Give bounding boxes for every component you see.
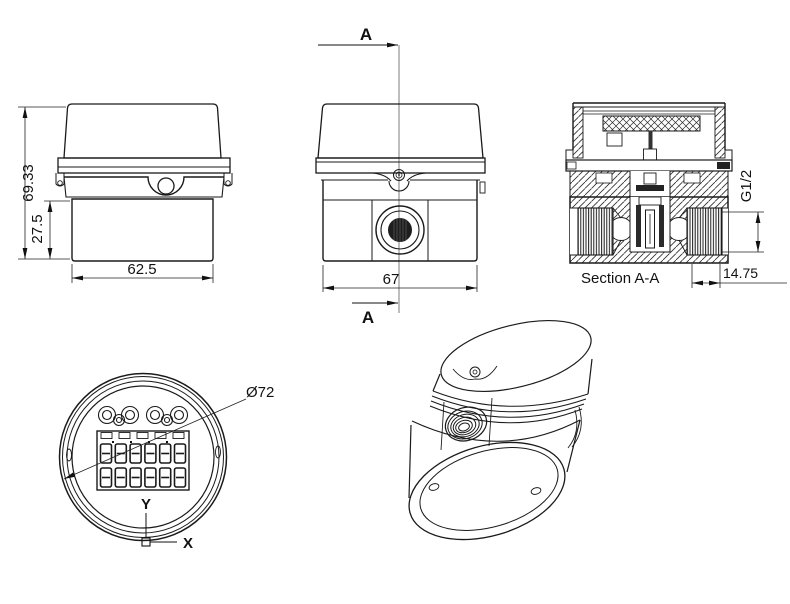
front-dim-width [322, 265, 478, 292]
section-cap [565, 102, 733, 161]
section-title-label: Section A-A [581, 270, 659, 287]
dim-body-width-label: 62.5 [127, 261, 156, 278]
top-view: Ø72 Y X [58, 372, 274, 552]
iso-view [408, 320, 593, 541]
iso-drum [408, 397, 581, 541]
section-pcb-block [602, 115, 701, 132]
front-view: A A [315, 25, 486, 327]
front-cap-outline [317, 103, 484, 159]
section-marker-top-label: A [360, 25, 372, 44]
iso-seal-screw-icon [452, 365, 498, 380]
dim-body-height-label: 27.5 [29, 214, 46, 243]
axis-y-label: Y [141, 496, 151, 513]
section-view: G1/2 14.75 Section A-A [565, 102, 787, 288]
lcd-digit-row-2 [99, 467, 187, 488]
dim-front-width-label: 67 [383, 271, 400, 288]
side-flange-band [55, 157, 233, 198]
section-body-block [569, 196, 729, 264]
top-dim-diameter [63, 398, 247, 480]
dim-port-depth-label: 14.75 [723, 265, 758, 281]
coordinate-axes [141, 513, 177, 547]
side-dim-total-height [18, 106, 70, 260]
dim-diameter-label: Ø72 [246, 384, 274, 401]
section-deck-plate [565, 159, 733, 172]
top-rim-rings [58, 372, 228, 542]
dim-total-height-label: 69.33 [20, 164, 37, 202]
section-marker-bottom-label: A [362, 308, 374, 327]
side-dim-body-height [44, 200, 70, 259]
section-dim-depth [691, 264, 787, 288]
axis-x-label: X [183, 535, 193, 552]
front-flange-band [315, 157, 486, 194]
iso-threaded-port [444, 406, 488, 442]
section-right-port [678, 207, 728, 256]
lcd-digit-row-1 [99, 443, 187, 464]
section-dim-thread [722, 211, 764, 253]
front-port [375, 205, 425, 255]
side-view: 69.33 27.5 62.5 [18, 103, 233, 283]
front-body-outline [322, 180, 478, 262]
dim-thread-size-label: G1/2 [738, 170, 755, 203]
section-left-port [570, 207, 622, 256]
iso-seal-band [429, 365, 589, 449]
lcd-unit-icons [97, 405, 189, 427]
side-body-outline [71, 198, 214, 262]
lcd-display [96, 430, 190, 491]
seal-screw-icon [157, 177, 175, 195]
iso-cap [432, 320, 593, 395]
front-seal-screw-icon [393, 169, 405, 181]
section-valve-chamber [629, 196, 671, 253]
section-hatched-band [569, 170, 729, 198]
side-dim-body-width [71, 264, 214, 283]
section-shaft [648, 131, 653, 149]
side-cap-outline [63, 103, 222, 159]
